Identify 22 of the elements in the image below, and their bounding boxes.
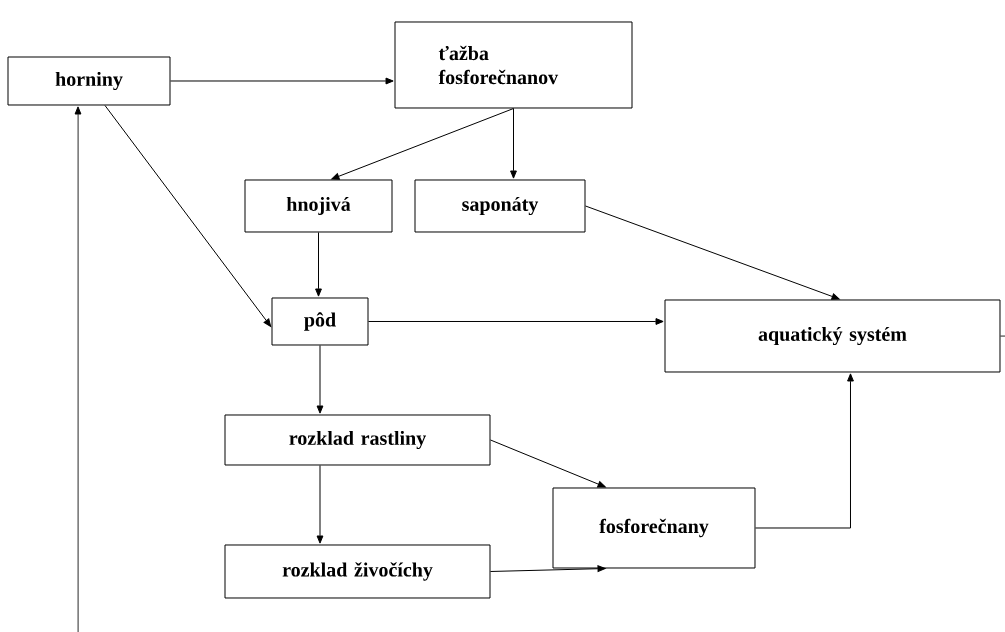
process-box: aquatický systém	[664, 299, 1001, 373]
process-box: fosforečnany	[552, 487, 756, 569]
process-box: hnojivá	[244, 179, 393, 233]
process-box: horniny	[7, 56, 171, 106]
arrow	[104, 105, 272, 327]
arrow	[585, 205, 840, 300]
process-box: rozklad živočíchy	[224, 544, 491, 599]
arrow	[510, 108, 517, 179]
arrow	[368, 318, 664, 325]
arrow	[316, 345, 324, 414]
arrow	[490, 565, 606, 573]
arrow	[755, 373, 854, 529]
process-box: pôd	[271, 297, 369, 346]
arrow	[170, 77, 394, 85]
process-box: rozklad rastliny	[224, 414, 491, 466]
arrow	[315, 232, 322, 297]
process-box: ťažba fosforečnanov	[394, 21, 633, 109]
arrow	[74, 106, 82, 632]
arrow	[490, 439, 606, 488]
arrow	[316, 465, 324, 544]
arrow	[331, 108, 514, 180]
process-box: saponáty	[414, 179, 586, 233]
